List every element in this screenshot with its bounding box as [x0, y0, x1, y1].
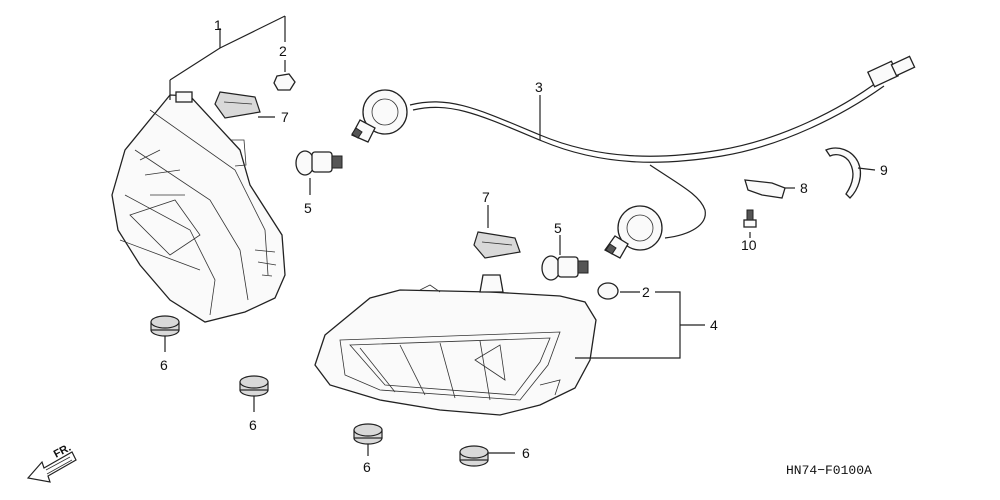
callout-7: 7: [281, 109, 289, 125]
front-direction-indicator: FR.: [26, 442, 77, 483]
wiring-harness: [351, 55, 916, 259]
callout-8: 8: [800, 180, 808, 196]
callout-10: 10: [741, 237, 757, 253]
callout-9: 9: [880, 162, 888, 178]
grommet-upper: [214, 91, 261, 119]
callout-6-a: 6: [160, 357, 168, 373]
leader-lines: [164, 15, 876, 456]
callout-6-d: 6: [522, 445, 530, 461]
harness-bracket: [744, 179, 786, 199]
callout-2-lower: 2: [642, 284, 650, 300]
bulb-upper: [295, 150, 343, 176]
rubber-mount-d: [459, 445, 489, 467]
rubber-mount-a: [150, 315, 180, 337]
callout-1: 1: [214, 17, 222, 33]
bulb-lower: [541, 255, 589, 281]
callout-3: 3: [535, 79, 543, 95]
cap-nut-lower: [597, 282, 619, 300]
left-headlight-assembly: [111, 91, 286, 323]
rubber-mount-c: [353, 423, 383, 445]
harness-clamp: [825, 147, 862, 199]
callout-7-lower: 7: [482, 189, 490, 205]
right-headlight-assembly: [314, 274, 597, 416]
rubber-mount-b: [239, 375, 269, 397]
diagram-code: HN74−F0100A: [786, 463, 872, 478]
callout-5: 5: [304, 200, 312, 216]
upper-bulb-socket: [351, 89, 408, 143]
mounting-bolt: [743, 209, 757, 228]
callout-2: 2: [279, 43, 287, 59]
callout-4: 4: [710, 317, 718, 333]
callout-5-lower: 5: [554, 220, 562, 236]
lower-bulb-socket: [604, 205, 663, 259]
grommet-lower: [473, 231, 521, 259]
callout-6-c: 6: [363, 459, 371, 475]
callout-6-b: 6: [249, 417, 257, 433]
cap-nut-upper: [273, 73, 296, 91]
